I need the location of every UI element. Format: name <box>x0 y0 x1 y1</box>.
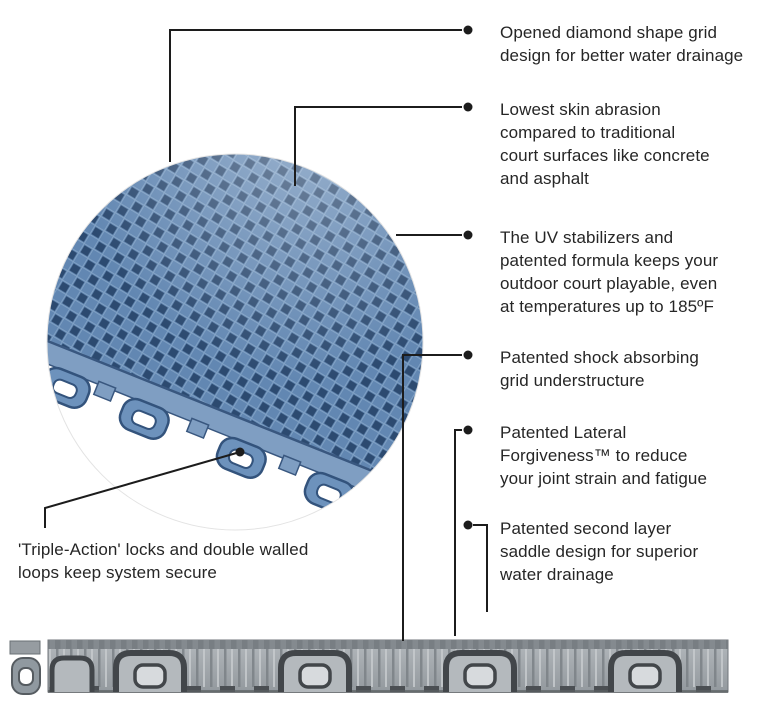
leader-line-locks <box>44 451 241 528</box>
profile-saddle-arches <box>113 650 682 692</box>
callout-lateral: Patented Lateral Forgiveness™ to reduce … <box>500 423 708 488</box>
callout-uv-stabilizers: The UV stabilizers and patented formula … <box>500 228 719 316</box>
callout-diamond-grid: Opened diamond shape grid design for bet… <box>500 23 744 65</box>
leader-dots <box>235 25 473 530</box>
callout-shock-absorb: Patented shock absorbing grid understruc… <box>500 348 699 390</box>
callout-dot <box>235 447 245 457</box>
tile-side-profile <box>9 639 729 695</box>
photo-circle-edge <box>46 153 424 531</box>
callout-dot <box>463 102 473 112</box>
leader-line-saddle <box>473 524 488 612</box>
profile-left-stub <box>9 640 41 695</box>
profile-loop-small <box>49 655 95 692</box>
callout-skin-abrasion: Lowest skin abrasion compared to traditi… <box>500 100 710 188</box>
tile-side-wall <box>47 322 423 521</box>
leader-lines <box>44 29 488 641</box>
leader-line-shock <box>402 354 462 641</box>
callout-dot <box>463 230 473 240</box>
callout-dot <box>463 425 473 435</box>
callout-dot <box>463 520 473 530</box>
tile-closeup-photo <box>46 153 424 531</box>
profile-body <box>47 639 729 693</box>
tile-surface-glare <box>47 154 423 498</box>
callout-dot <box>463 350 473 360</box>
leader-line-lateral <box>454 429 462 636</box>
leader-line-skin-abrasion <box>294 106 462 186</box>
tile-lock-tabs <box>92 380 302 477</box>
callout-locks: 'Triple-Action' locks and double walled … <box>18 540 309 582</box>
callout-dot <box>463 25 473 35</box>
leader-line-diamond-grid <box>169 29 462 162</box>
callout-saddle: Patented second layer saddle design for … <box>500 519 699 584</box>
